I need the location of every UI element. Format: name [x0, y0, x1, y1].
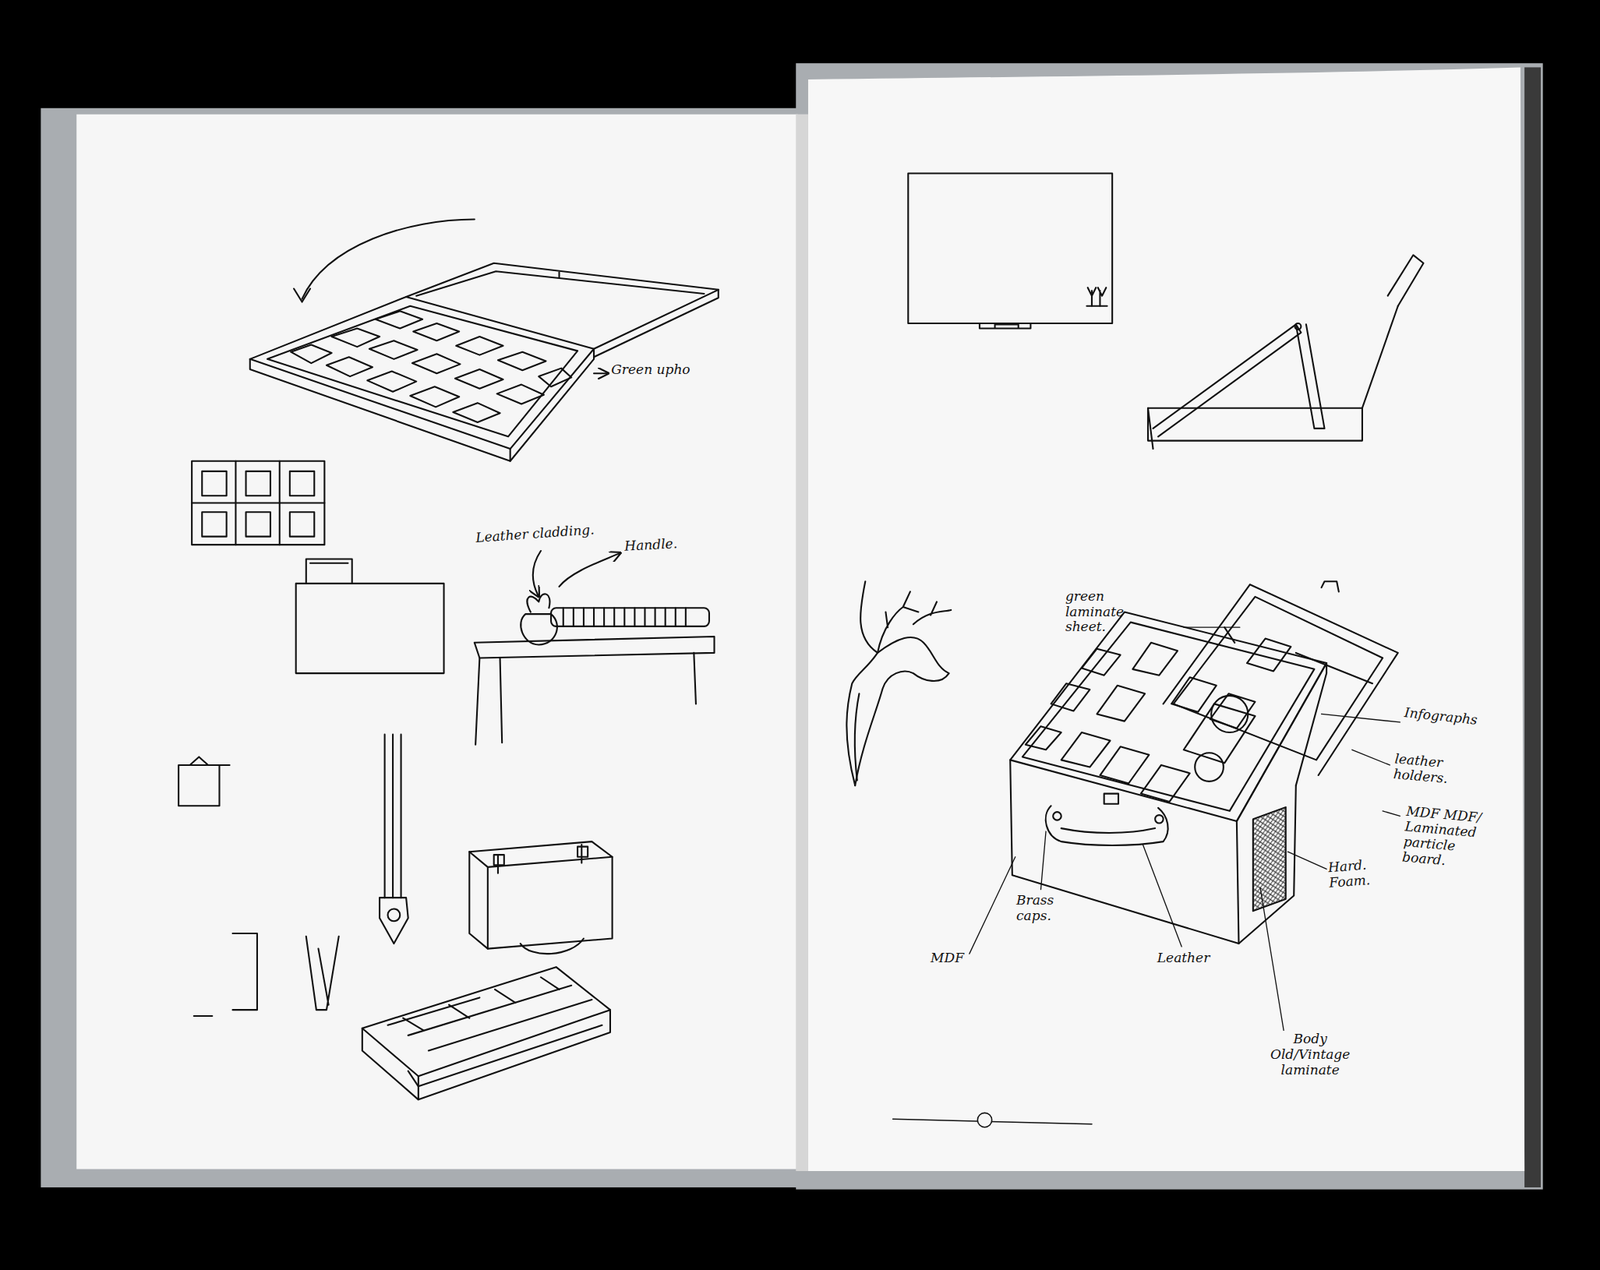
- handwritten-label: MDF MDF/ Laminated particle board.: [1401, 804, 1491, 873]
- handwritten-label: Infographs: [1403, 706, 1507, 732]
- long-case: [469, 841, 612, 954]
- handwritten-label: Leather: [1157, 950, 1240, 967]
- small-frame: [178, 756, 230, 806]
- book-cover: [40, 108, 816, 1188]
- handwritten-label: MDF: [930, 950, 982, 967]
- closed-case: [296, 558, 445, 674]
- handwritten-label: Green upho: [611, 363, 703, 379]
- handwritten-label: leather holders.: [1392, 752, 1465, 789]
- handwritten-label: green laminate sheet.: [1065, 589, 1131, 636]
- book-cover: [795, 63, 1543, 1190]
- handwritten-label: Leather cladding.: [475, 522, 609, 547]
- palette-box: [250, 218, 719, 461]
- left-page: [76, 114, 799, 1170]
- handwritten-label: Body Old/Vintage laminate: [1263, 1032, 1357, 1079]
- frame-grid: [191, 461, 325, 545]
- handwritten-label: Brass caps.: [1016, 893, 1067, 925]
- page-edges: [1524, 67, 1541, 1188]
- right-page: [808, 67, 1525, 1172]
- hinge-sketch: [194, 933, 340, 1017]
- deer-head-outline: [846, 581, 951, 786]
- slider-line: [893, 1112, 1092, 1127]
- handwritten-label: Hard. Foam.: [1327, 857, 1383, 892]
- handwritten-label: Handle.: [624, 536, 697, 555]
- easel-stand-sketch: [1147, 254, 1424, 449]
- table-handle-sketch: [474, 550, 715, 746]
- open-case: [362, 967, 611, 1100]
- leader-lines: [969, 627, 1401, 1031]
- main-case: [1010, 581, 1399, 944]
- hanging-handle: [379, 734, 409, 944]
- spine-gutter: [795, 114, 809, 1172]
- case-front-view: [907, 173, 1113, 329]
